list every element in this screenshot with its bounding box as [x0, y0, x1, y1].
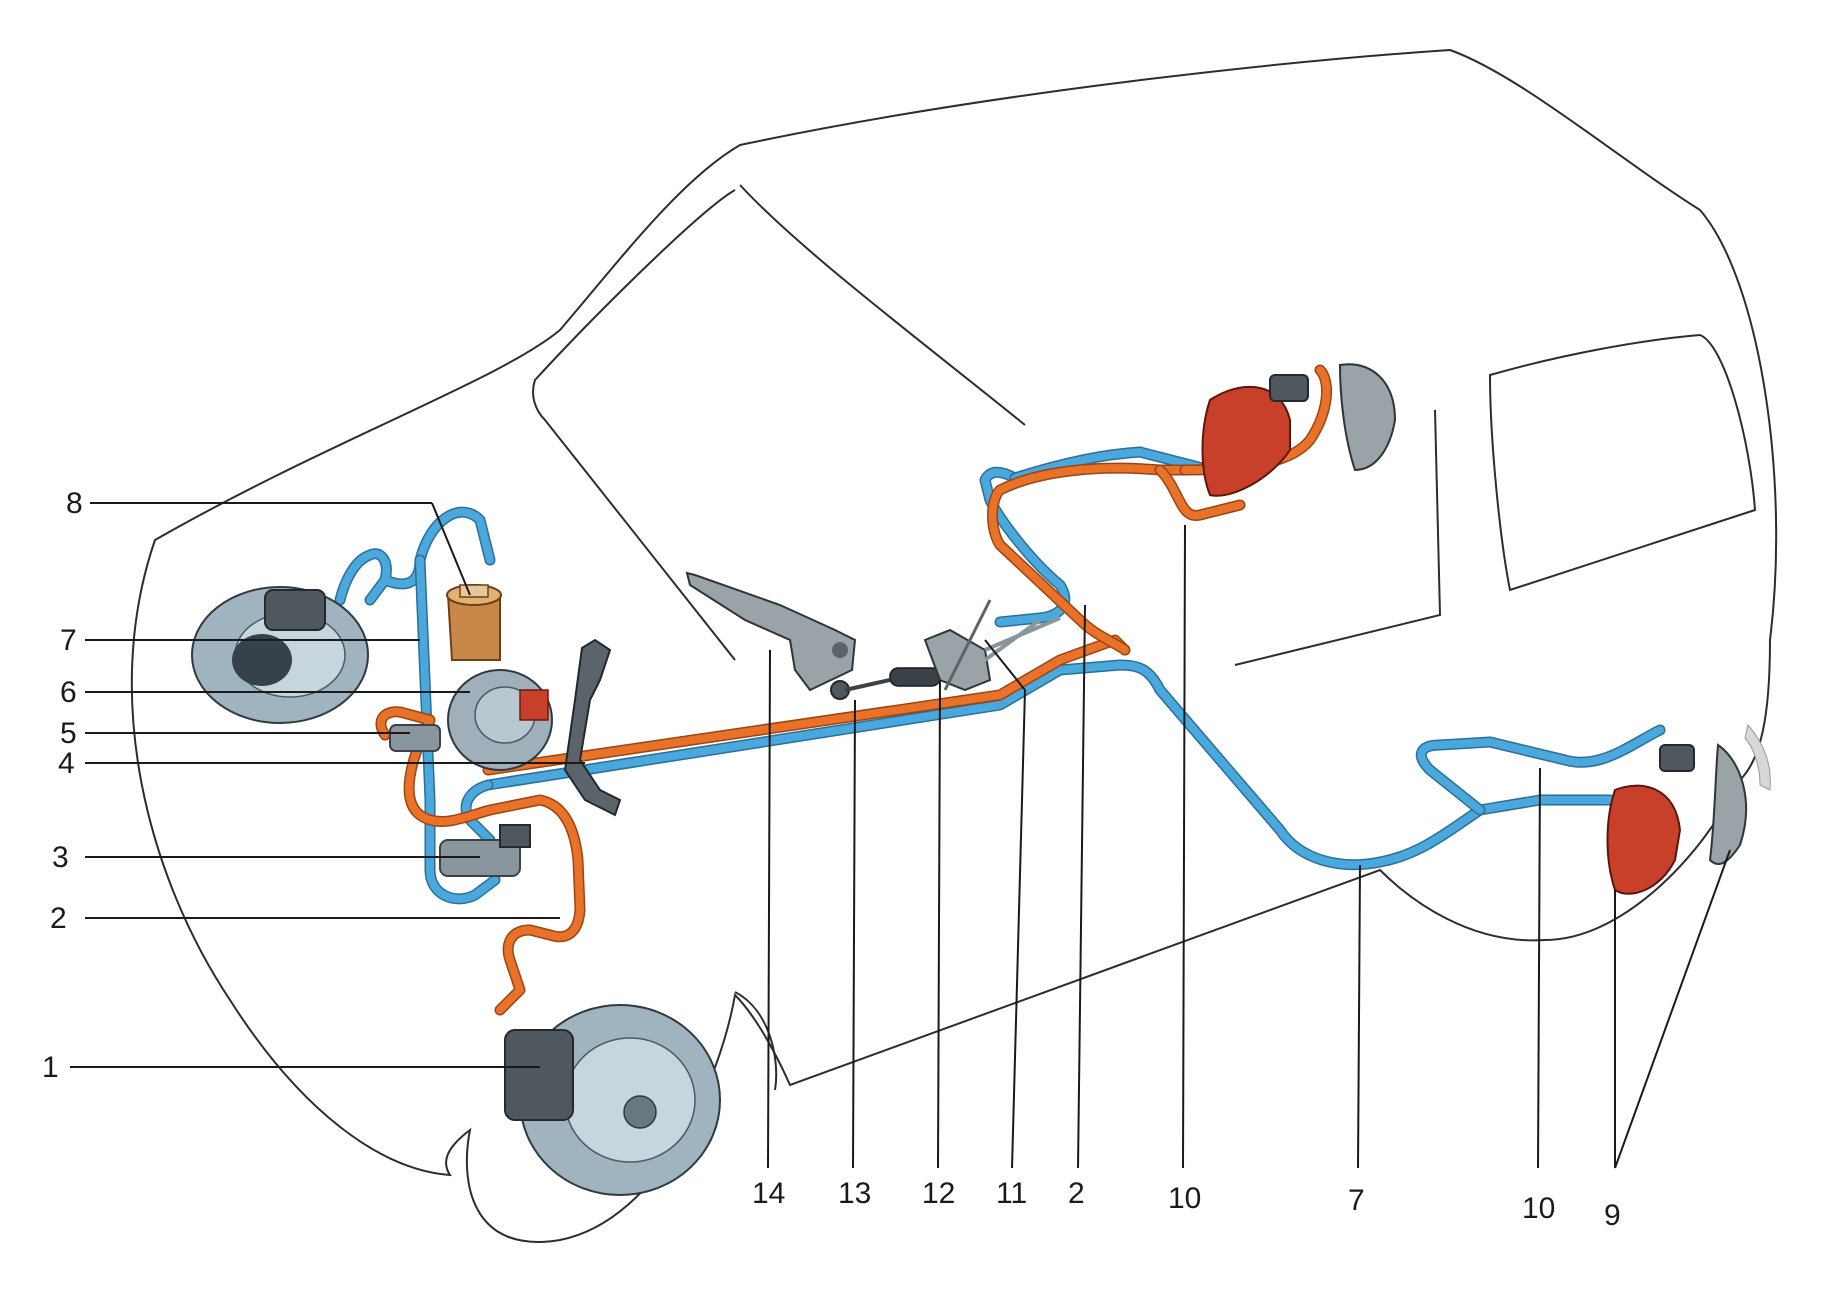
rear-window: [1488, 333, 1757, 592]
parking-brake-cable: [983, 616, 1061, 662]
brake-line-front-left-loop: [336, 508, 494, 604]
b-pillar: [1234, 409, 1442, 666]
callout-14: 14: [752, 1177, 785, 1210]
callout-5: 5: [60, 717, 77, 750]
brake-line-orange-upper: [988, 464, 1189, 654]
brake-line-rear-left: [484, 661, 1614, 869]
callout-8: 8: [66, 487, 83, 520]
rear-left-drum-brake: [1606, 743, 1748, 895]
callout-2: 2: [50, 902, 67, 935]
callout-labels-bottom: 14 13 12 11 2 10 7 10 9: [752, 1177, 1621, 1232]
callout-9: 9: [1604, 1199, 1621, 1232]
callout-7: 7: [60, 624, 77, 657]
callout-12: 12: [922, 1177, 955, 1210]
callout-13: 13: [838, 1177, 871, 1210]
pressure-regulator: [389, 724, 441, 752]
front-left-disc-brake: [191, 586, 369, 724]
callout-1: 1: [42, 1051, 59, 1084]
vacuum-booster: [447, 669, 553, 771]
rear-wheel-arch-trim: [1744, 723, 1771, 791]
front-right-disc-brake: [504, 1004, 721, 1196]
front-wheel-arch: [734, 991, 778, 1091]
adjusting-nut: [830, 667, 941, 700]
brake-fluid-reservoir: [446, 584, 502, 661]
callout-2-bottom: 2: [1068, 1177, 1085, 1210]
windshield: [532, 189, 736, 661]
callout-10-right: 10: [1168, 1182, 1201, 1215]
rear-right-drum-brake: [1201, 363, 1397, 497]
car-body: [130, 48, 1778, 1243]
brake-line-front-left: [416, 556, 499, 903]
callout-10-left: 10: [1522, 1192, 1555, 1225]
parking-brake-lever: [685, 571, 857, 692]
leader-lines: [70, 502, 1731, 1169]
callout-6: 6: [60, 676, 77, 709]
brake-pedal: [563, 638, 622, 817]
front-side-window-line: [739, 184, 1026, 426]
callout-4: 4: [58, 747, 75, 780]
brake-line-front-right: [377, 707, 584, 1014]
callout-11: 11: [996, 1177, 1027, 1210]
brake-hose-rear-left: [1417, 726, 1664, 814]
callout-3: 3: [52, 841, 69, 874]
callout-7-bottom: 7: [1348, 1184, 1365, 1217]
callout-labels-left: 8 7 6 5 4 3 2 1: [42, 487, 83, 1084]
